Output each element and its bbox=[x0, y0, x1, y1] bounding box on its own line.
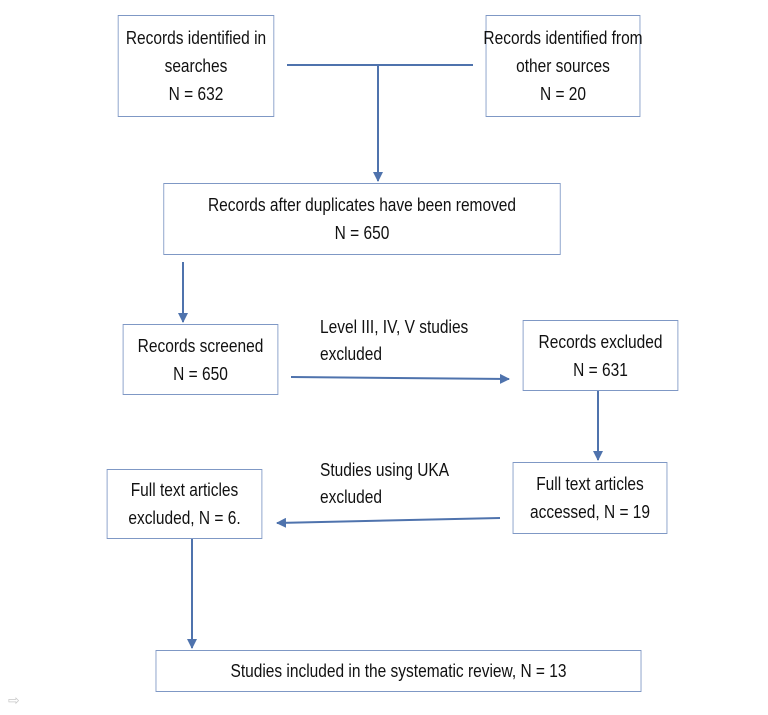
box-text: N = 631 bbox=[573, 359, 628, 380]
note-text: excluded bbox=[320, 487, 382, 507]
box-text: N = 20 bbox=[539, 84, 587, 104]
box-text: accessed, N = 19 bbox=[529, 502, 651, 522]
box-text: Studies included in the systematic revie… bbox=[230, 661, 567, 681]
box-text: other sources bbox=[516, 56, 610, 76]
box-text: Records excluded bbox=[538, 331, 663, 352]
note-level-excluded: Level III, IV, V studies excluded bbox=[320, 314, 468, 368]
box-text: Records identified from bbox=[483, 28, 643, 48]
box-full-text-accessed: Full text articles accessed, N = 19 bbox=[512, 462, 668, 534]
box-text: searches bbox=[164, 56, 228, 76]
note-uka-excluded: Studies using UKA excluded bbox=[320, 457, 449, 511]
note-text: Studies using UKA bbox=[320, 460, 450, 480]
box-text: Full text articles bbox=[536, 474, 644, 494]
note-text: Level III, IV, V studies bbox=[320, 317, 469, 337]
box-records-identified-searches: Records identified in searches N = 632 bbox=[117, 15, 275, 117]
box-studies-included: Studies included in the systematic revie… bbox=[155, 650, 642, 692]
box-text: N = 650 bbox=[173, 363, 228, 384]
box-records-excluded: Records excluded N = 631 bbox=[522, 320, 679, 391]
box-records-screened: Records screened N = 650 bbox=[122, 324, 279, 395]
box-text: Records after duplicates have been remov… bbox=[207, 195, 517, 215]
box-text: Records screened bbox=[137, 335, 264, 356]
box-text: Full text articles bbox=[130, 480, 239, 500]
box-full-text-excluded: Full text articles excluded, N = 6. bbox=[106, 469, 263, 539]
box-records-identified-other: Records identified from other sources N … bbox=[483, 15, 643, 117]
arrow-glyph-icon: ⇨ bbox=[8, 692, 20, 708]
box-text: Records identified in bbox=[125, 28, 267, 48]
box-text: N = 632 bbox=[168, 84, 224, 104]
box-text: excluded, N = 6. bbox=[128, 508, 241, 528]
arrow-to-full-text-excluded bbox=[276, 517, 501, 528]
note-text: excluded bbox=[320, 344, 382, 364]
arrow-to-excluded bbox=[290, 373, 510, 384]
box-text: N = 650 bbox=[334, 223, 390, 243]
box-after-duplicates: Records after duplicates have been remov… bbox=[163, 183, 561, 255]
